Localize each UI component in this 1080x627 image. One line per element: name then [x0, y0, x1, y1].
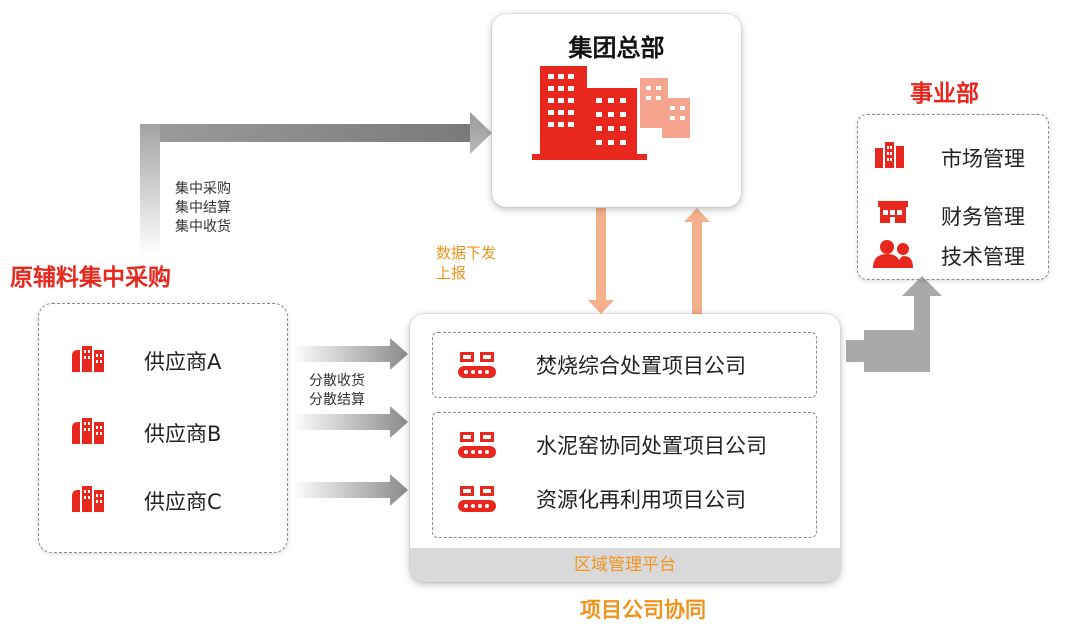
data-flow-text: 数据下发 上报 [436, 243, 496, 283]
suppliers-box [38, 303, 288, 553]
central-note-2: 集中结算 [175, 200, 231, 216]
supplier-c-arrow [292, 474, 408, 506]
supplier-a-label: 供应商A [144, 350, 222, 374]
dispersed-note-2: 分散结算 [309, 392, 365, 408]
top-company-label: 焚烧综合处置项目公司 [536, 354, 746, 378]
dispersed-notes: 分散收货 分散结算 [309, 372, 365, 410]
store-icon [878, 201, 908, 223]
conveyor-icon [458, 486, 496, 512]
top-company-box [432, 332, 817, 398]
company-label-2: 资源化再利用项目公司 [536, 488, 746, 512]
platform-label: 区域管理平台 [574, 555, 676, 575]
company-label-1: 水泥窑协同处置项目公司 [536, 434, 767, 458]
companies-box [432, 412, 817, 538]
up-data-arrow [684, 208, 710, 314]
factory-building-icon [72, 418, 104, 444]
finance-management-label: 财务管理 [941, 205, 1025, 229]
supplier-c-label: 供应商C [144, 490, 222, 514]
conveyor-icon [458, 352, 496, 378]
procurement-title: 原辅料集中采购 [10, 265, 171, 291]
central-note-1: 集中采购 [175, 181, 231, 197]
office-building-icon [875, 142, 904, 168]
data-flow-line-1: 数据下发 [436, 244, 497, 262]
factory-building-icon [72, 346, 104, 372]
supplier-a-arrow [292, 338, 408, 370]
business-dept-box [857, 114, 1049, 280]
hq-title: 集团总部 [568, 34, 665, 62]
platform-bar: 区域管理平台 [410, 548, 840, 582]
market-management-label: 市场管理 [941, 147, 1025, 171]
data-flow-line-2: 上报 [436, 264, 467, 282]
business-dept-title: 事业部 [910, 81, 979, 107]
project-card: 焚烧综合处置项目公司 水泥窑协同处置项目公司 资源化再利用项目公司 区域管理平台 [410, 314, 840, 582]
tech-management-label: 技术管理 [941, 245, 1025, 269]
central-note-3: 集中收货 [175, 219, 231, 235]
central-notes: 集中采购 集中结算 集中收货 [175, 180, 231, 237]
users-icon [873, 240, 913, 268]
project-title: 项目公司协同 [580, 598, 706, 622]
dispersed-note-1: 分散收货 [309, 373, 365, 389]
conveyor-icon [458, 432, 496, 458]
hq-buildings-icon [532, 66, 690, 160]
supplier-b-arrow [292, 406, 408, 438]
down-data-arrow [588, 208, 614, 314]
factory-building-icon [72, 486, 104, 512]
supplier-b-label: 供应商B [144, 422, 222, 446]
hq-card: 集团总部 [492, 14, 741, 207]
